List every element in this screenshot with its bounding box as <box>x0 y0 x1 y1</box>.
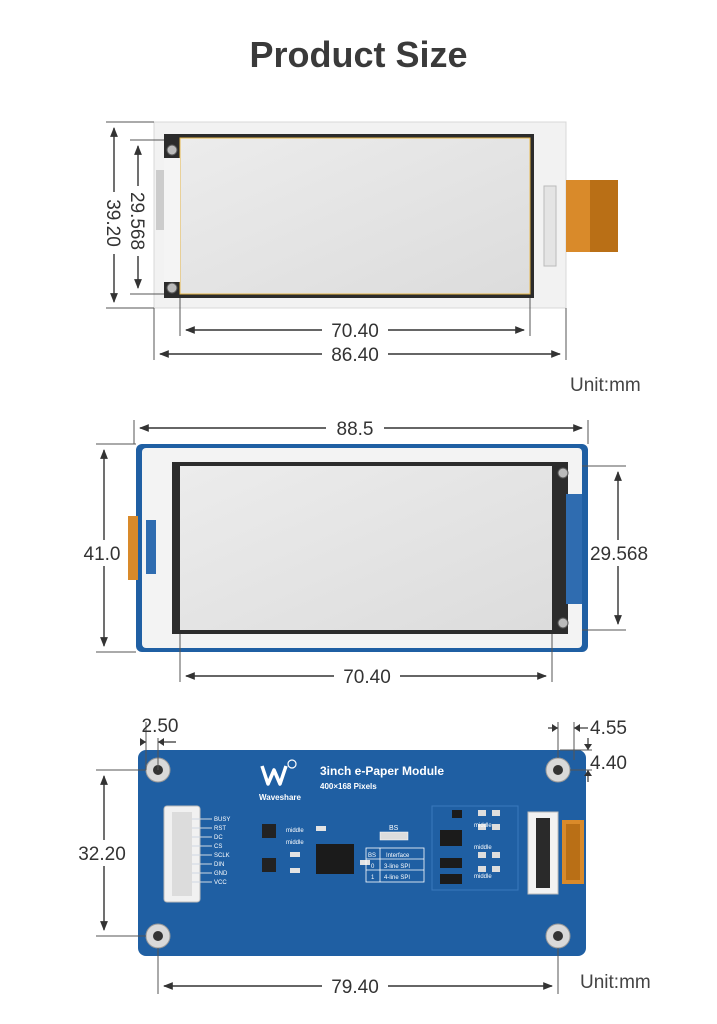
driver-ic <box>316 844 354 874</box>
pin-labels: BUSY RST DC CS SCLK DIN GND VCC <box>214 817 230 886</box>
corner-dot-icon <box>166 282 178 294</box>
table-cell: 0 <box>371 864 375 870</box>
middle-label: middle <box>286 840 304 846</box>
dim-height-outer: 41.0 <box>84 544 121 565</box>
pin-label: SCLK <box>214 853 230 859</box>
driver-board-diagram: Waveshare 3inch e-Paper Module 400×168 P… <box>72 716 627 998</box>
dim-height-active: 29.568 <box>126 192 147 250</box>
unit-label: Unit:mm <box>580 972 651 993</box>
pin-label: DC <box>214 835 223 841</box>
module-subtitle: 400×168 Pixels <box>320 782 377 791</box>
dim-height-outer: 39.20 <box>102 199 123 247</box>
framed-panel-diagram: 88.5 41.0 29.568 70.40 <box>76 416 652 688</box>
bs-label: BS <box>389 825 399 832</box>
dim-hole-offset-top: 4.40 <box>590 753 627 774</box>
mounting-hole-icon <box>545 757 571 783</box>
dim-hole-spacing-horizontal: 79.40 <box>331 977 379 998</box>
corner-dot-icon <box>166 144 178 156</box>
mounting-hole-icon <box>145 923 171 949</box>
fpc-base <box>543 185 557 267</box>
module-title: 3inch e-Paper Module <box>320 764 444 778</box>
table-cell: 4-line SPI <box>384 875 410 881</box>
pin-label: CS <box>214 844 222 850</box>
active-area <box>180 466 552 630</box>
brand-label: Waveshare <box>259 793 302 802</box>
pin-label: DIN <box>214 862 224 868</box>
dim-width-active: 70.40 <box>343 667 391 688</box>
pcb-board <box>138 750 586 956</box>
dim-width-active: 70.40 <box>331 321 379 342</box>
table-header: BS <box>368 853 376 859</box>
waveshare-logo-icon <box>260 759 297 786</box>
dim-hole-offset-right: 4.55 <box>590 718 627 739</box>
middle-label: middle <box>286 828 304 834</box>
pin-label: GND <box>214 871 228 877</box>
page-title: Product Size <box>249 34 468 75</box>
panel-label <box>156 170 164 230</box>
pin-label: BUSY <box>214 817 230 823</box>
active-area <box>179 137 531 295</box>
bs-switch <box>379 831 409 841</box>
fpc-connector <box>590 180 618 252</box>
fpc-tab <box>128 516 138 580</box>
dim-hole-offset-left: 2.50 <box>142 716 179 737</box>
table-cell: 3-line SPI <box>384 864 410 870</box>
mounting-hole-icon <box>545 923 571 949</box>
table-cell: 1 <box>371 875 375 881</box>
pin-label: VCC <box>214 880 227 886</box>
dim-hole-spacing-vertical: 32.20 <box>78 844 126 865</box>
table-header: Interface <box>386 853 410 859</box>
pin-label: RST <box>214 826 226 832</box>
dim-width-outer: 86.40 <box>331 345 379 366</box>
left-strip <box>164 158 180 282</box>
unit-label: Unit:mm <box>570 375 641 396</box>
dim-width-outer: 88.5 <box>337 419 374 440</box>
pcb-edge <box>566 494 582 604</box>
bs-interface-table: BS Interface 0 3-line SPI 1 4-line SPI <box>365 847 425 883</box>
dim-height-active: 29.568 <box>590 544 648 565</box>
middle-label: middle <box>474 874 492 880</box>
middle-label: middle <box>474 845 492 851</box>
pin-header-lines <box>192 818 212 883</box>
middle-label: middle <box>474 823 492 829</box>
raw-panel-diagram: 39.20 29.568 70.40 86.40 <box>101 121 618 366</box>
